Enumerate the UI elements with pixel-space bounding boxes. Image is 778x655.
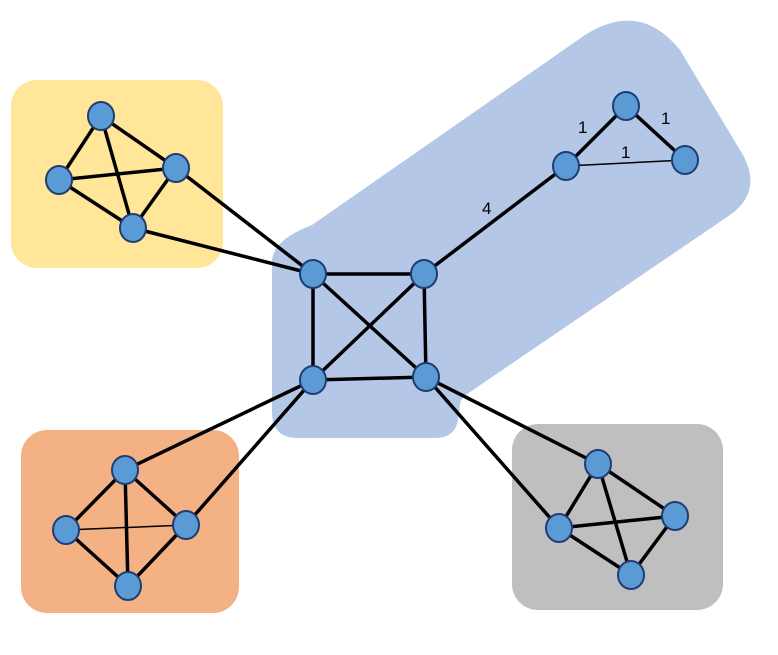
node bbox=[671, 145, 699, 175]
node bbox=[119, 213, 147, 243]
node bbox=[584, 449, 612, 479]
triangle-bottom-weight-label: 1 bbox=[621, 143, 630, 162]
edge bbox=[311, 375, 428, 382]
edge bbox=[596, 462, 633, 577]
node bbox=[111, 455, 139, 485]
node bbox=[45, 165, 73, 195]
nodes bbox=[45, 91, 699, 601]
bridge-edge bbox=[131, 226, 315, 276]
node bbox=[299, 259, 327, 289]
bridge-edge bbox=[424, 375, 600, 466]
node bbox=[552, 151, 580, 181]
edge bbox=[557, 526, 633, 577]
edge bbox=[65, 524, 187, 531]
node bbox=[617, 560, 645, 590]
edge bbox=[565, 159, 686, 167]
bridge-edge bbox=[123, 378, 315, 472]
bridge-edge bbox=[422, 164, 568, 276]
node bbox=[172, 510, 200, 540]
triangle-left-weight-label: 1 bbox=[578, 118, 587, 137]
node bbox=[410, 259, 438, 289]
triangle-right-weight-label: 1 bbox=[661, 109, 670, 128]
edge bbox=[99, 114, 178, 170]
gray-region bbox=[512, 424, 723, 610]
bridge-edge bbox=[424, 375, 561, 530]
edge bbox=[422, 272, 428, 379]
edge bbox=[557, 514, 677, 530]
orange-region bbox=[21, 430, 239, 613]
edge bbox=[99, 114, 135, 230]
bridge-edge bbox=[184, 378, 315, 527]
node bbox=[545, 513, 573, 543]
node bbox=[52, 515, 80, 545]
node bbox=[661, 501, 689, 531]
edge-labels: 4 1 1 1 bbox=[482, 109, 670, 218]
blue-region bbox=[272, 20, 751, 439]
node bbox=[162, 153, 190, 183]
edge bbox=[596, 462, 677, 518]
node bbox=[412, 362, 440, 392]
edge bbox=[311, 272, 426, 382]
bridge-edge bbox=[174, 166, 315, 276]
node bbox=[87, 101, 115, 131]
edge bbox=[57, 178, 135, 230]
bridge-weight-label: 4 bbox=[482, 199, 491, 218]
edge bbox=[57, 166, 178, 182]
node bbox=[299, 365, 327, 395]
node bbox=[612, 91, 640, 121]
node bbox=[114, 571, 142, 601]
